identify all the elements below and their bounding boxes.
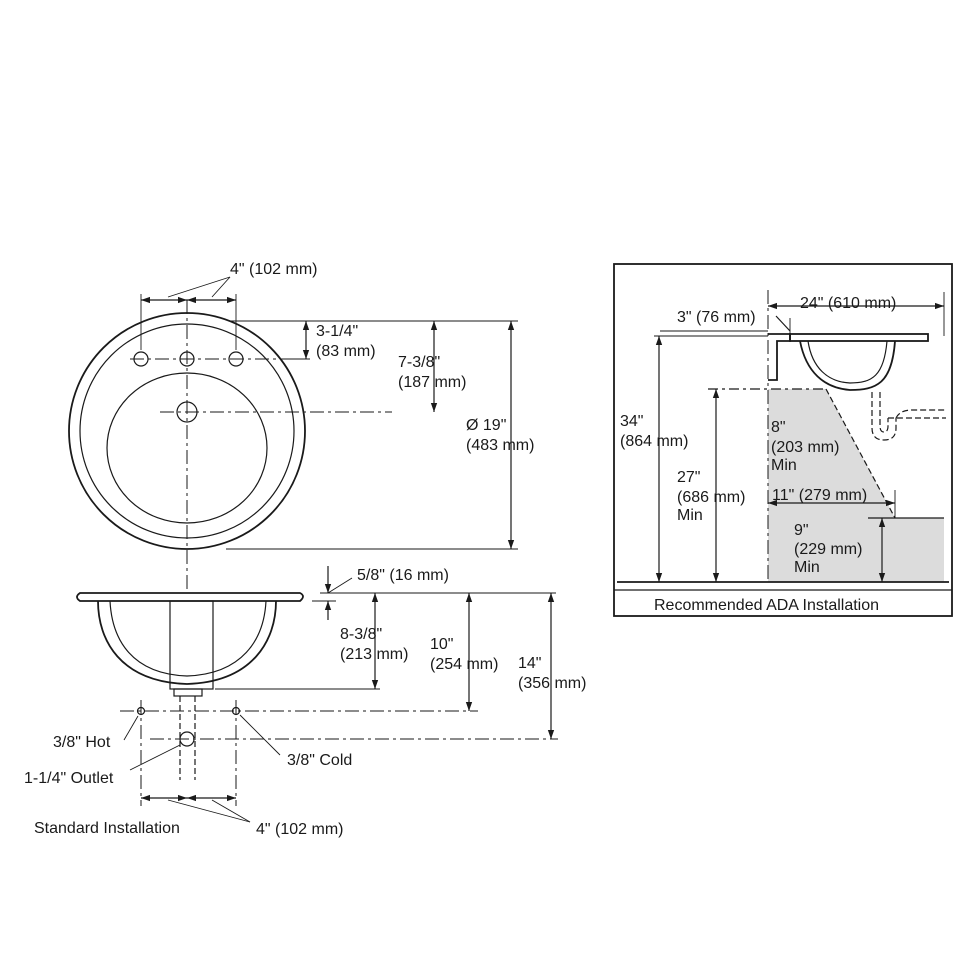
ada-toe-line2: (229 mm) (794, 541, 862, 558)
side-dim-e-line2: (254 mm) (430, 656, 498, 673)
ada-toe-line3: Min (794, 559, 820, 576)
ada-knee-depth-label: 11" (279 mm) (772, 487, 867, 504)
ada-toe-line1: 9" (794, 522, 809, 539)
sink-rim-profile (76, 592, 304, 602)
side-dim-f-line2: (356 mm) (518, 675, 586, 692)
ada-clearance-zone (768, 389, 944, 582)
side-dim-e-line1: 10" (430, 636, 453, 653)
ada-sink-bowl (799, 340, 896, 391)
ada-knee-line2: (686 mm) (677, 489, 745, 506)
ada-installation-caption: Recommended ADA Installation (654, 597, 879, 614)
top-dim-c-line2: (483 mm) (466, 437, 534, 454)
cold-leader (239, 714, 281, 756)
ada-height-line1: 34" (620, 413, 643, 430)
ada-p-trap (871, 392, 897, 441)
side-view (76, 566, 558, 823)
ada-panel (613, 263, 953, 617)
ada-width-label: 24" (610 mm) (800, 295, 896, 312)
hot-leader (123, 715, 139, 741)
top-view (68, 276, 518, 590)
bottom-spacing-label: 4" (102 mm) (256, 821, 343, 838)
ada-setback-label: 3" (76 mm) (677, 309, 756, 326)
side-dim-d-line1: 8-3/8" (340, 626, 382, 643)
top-dim-c-line1: Ø 19" (466, 417, 506, 434)
ada-frame (613, 263, 953, 617)
top-spacing-label: 4" (102 mm) (230, 261, 317, 278)
side-dim-d-line2: (213 mm) (340, 646, 408, 663)
outlet-leader (129, 744, 181, 771)
ada-sink-rim (789, 333, 929, 342)
ada-counter-front (768, 333, 791, 381)
sink-bowl (106, 372, 268, 524)
ada-depth-min-line3: Min (771, 457, 797, 474)
side-dim-f-line1: 14" (518, 655, 541, 672)
ada-knee-line1: 27" (677, 469, 700, 486)
ada-height-line2: (864 mm) (620, 433, 688, 450)
standard-installation-caption: Standard Installation (34, 820, 180, 837)
rim-thickness-label: 5/8" (16 mm) (357, 567, 449, 584)
top-dim-b-line2: (187 mm) (398, 374, 466, 391)
outlet-label: 1-1/4" Outlet (24, 770, 114, 787)
top-dim-a-line2: (83 mm) (316, 343, 376, 360)
top-dim-b-line1: 7-3/8" (398, 354, 440, 371)
hot-supply-label: 3/8" Hot (53, 734, 111, 751)
ada-depth-min-line2: (203 mm) (771, 439, 839, 456)
top-dim-a-line1: 3-1/4" (316, 323, 358, 340)
bowl-profile (97, 600, 277, 685)
cold-supply-label: 3/8" Cold (287, 752, 352, 769)
ada-depth-min-line1: 8" (771, 419, 786, 436)
ada-knee-line3: Min (677, 507, 703, 524)
